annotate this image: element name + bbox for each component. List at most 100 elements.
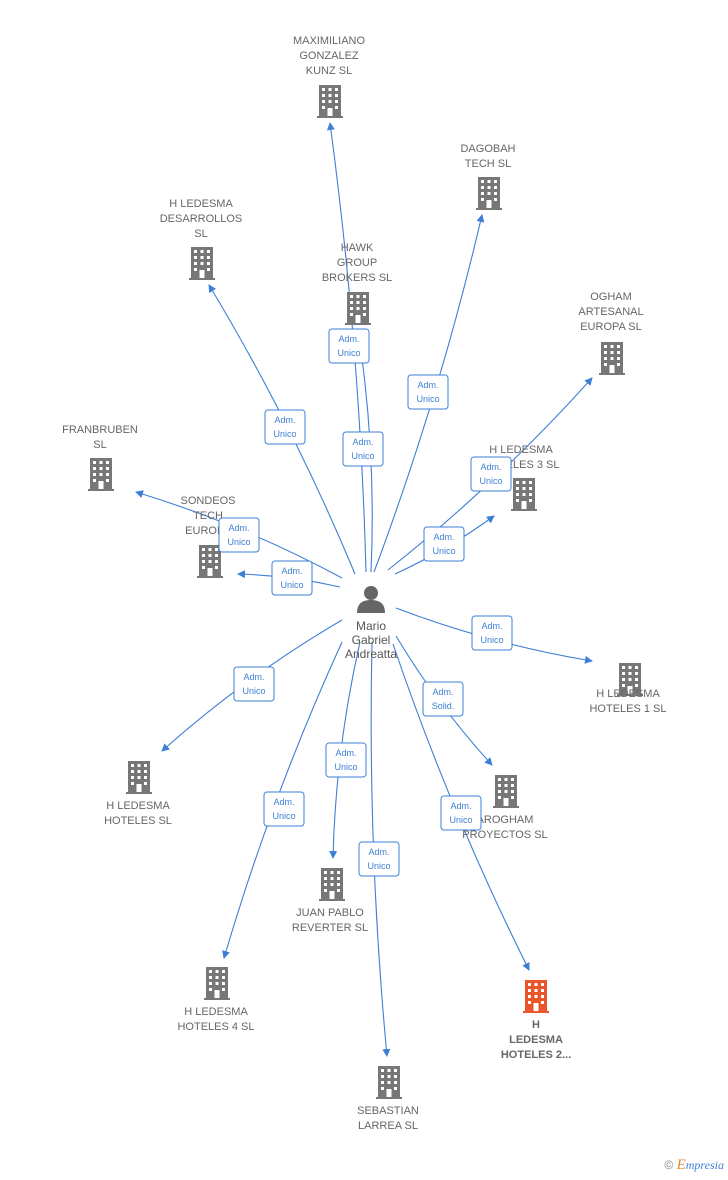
- company-node-ogham[interactable]: OGHAM ARTESANAL EUROPA SL: [578, 291, 644, 375]
- person-name-line-2: Gabriel: [352, 633, 391, 647]
- company-label-line: HOTELES 1 SL: [589, 703, 666, 715]
- role-badge-box: [218, 517, 260, 553]
- company-label-line: SL: [93, 439, 106, 451]
- company-label-line: ARTESANAL: [578, 306, 643, 318]
- role-badge-box: [423, 526, 465, 562]
- role-badge-text: Adm.: [417, 380, 438, 390]
- role-badge-box: [325, 742, 367, 778]
- role-badge-sondeos[interactable]: Adm.Unico: [271, 560, 313, 596]
- company-node-hoteles2[interactable]: H LEDESMA HOTELES 2...: [501, 980, 571, 1061]
- center-person-node[interactable]: Mario Gabriel Andreatta: [345, 586, 397, 661]
- building-icon: [204, 967, 230, 1000]
- role-badge-text: Unico: [480, 635, 503, 645]
- role-badge-text: Adm.: [243, 672, 264, 682]
- role-badge-text: Unico: [351, 451, 374, 461]
- badges-layer: Adm.UnicoAdm.UnicoAdm.UnicoAdm.UnicoAdm.…: [218, 328, 513, 877]
- building-icon: [319, 868, 345, 901]
- role-badge-box: [233, 666, 275, 702]
- company-node-franbruben[interactable]: FRANBRUBEN SL: [62, 424, 138, 491]
- person-name-line-1: Mario: [356, 619, 386, 633]
- role-badge-hawk[interactable]: Adm. Unico: [342, 431, 384, 467]
- role-badge-box: [407, 374, 449, 410]
- company-label-line: OGHAM: [590, 291, 632, 303]
- role-badge-text: Unico: [334, 762, 357, 772]
- role-badge-text: Adm.: [352, 437, 373, 447]
- role-badge-box: [471, 615, 513, 651]
- person-icon: [357, 586, 385, 613]
- role-badge-text: Unico: [449, 815, 472, 825]
- building-icon: [511, 478, 537, 511]
- company-label-line: FRANBRUBEN: [62, 424, 138, 436]
- role-badge-text: Unico: [337, 348, 360, 358]
- role-badge-ogham[interactable]: Adm.Unico: [470, 456, 512, 492]
- building-icon: [88, 458, 114, 491]
- role-badge-box: [342, 431, 384, 467]
- company-node-maximiliano[interactable]: MAXIMILIANO GONZALEZ KUNZ SL: [293, 35, 366, 118]
- role-badge-maximiliano[interactable]: Adm.Unico: [328, 328, 370, 364]
- company-label-line: H: [532, 1019, 540, 1031]
- role-badge-text: Unico: [272, 811, 295, 821]
- role-badge-text: Unico: [416, 394, 439, 404]
- company-label-line: LEDESMA: [509, 1034, 563, 1046]
- building-icon: [523, 980, 549, 1013]
- company-label-line: GROUP: [337, 257, 377, 269]
- role-badge-hoteles3[interactable]: Adm.Unico: [423, 526, 465, 562]
- building-icon: [345, 292, 371, 325]
- company-label-line: PROYECTOS SL: [462, 829, 547, 841]
- role-badge-text: Adm.: [481, 621, 502, 631]
- role-badge-text: Adm.: [432, 687, 453, 697]
- role-badge-hoteles4[interactable]: Adm. Unico: [263, 791, 305, 827]
- building-icon: [599, 342, 625, 375]
- company-label-line: HOTELES 4 SL: [177, 1021, 254, 1033]
- brand-logo-letter: E: [676, 1157, 686, 1173]
- company-node-desarrollos[interactable]: H LEDESMA DESARROLLOS SL: [160, 198, 243, 280]
- role-badge-hoteles[interactable]: Adm. Unico: [233, 666, 275, 702]
- company-label-line: REVERTER SL: [292, 922, 368, 934]
- company-label-line: H LEDESMA: [596, 688, 660, 700]
- building-icon: [317, 85, 343, 118]
- role-badge-sebastian[interactable]: Adm.Unico: [358, 841, 400, 877]
- role-badge-text: Adm.: [273, 797, 294, 807]
- company-label-line: KUNZ SL: [306, 65, 352, 77]
- building-icon: [376, 1066, 402, 1099]
- company-node-hoteles1[interactable]: H LEDESMA HOTELES 1 SL: [589, 663, 667, 715]
- role-badge-franbruben[interactable]: Adm. Unico: [218, 517, 260, 553]
- company-label-line: MAXIMILIANO: [293, 35, 366, 47]
- company-label-line: HOTELES 2...: [501, 1049, 571, 1061]
- role-badge-box: [328, 328, 370, 364]
- company-label-line: DESARROLLOS: [160, 213, 243, 225]
- role-badge-text: Unico: [479, 476, 502, 486]
- building-icon: [126, 761, 152, 794]
- role-badge-text: Unico: [273, 429, 296, 439]
- company-label-line: GONZALEZ: [299, 50, 359, 62]
- role-badge-hoteles2[interactable]: Adm. Unico: [440, 795, 482, 831]
- role-badge-juanpablo[interactable]: Adm.Unico: [325, 742, 367, 778]
- company-label-line: HOTELES SL: [104, 815, 172, 827]
- role-badge-text: Adm.: [450, 801, 471, 811]
- company-label-line: H LEDESMA: [169, 198, 233, 210]
- role-badge-text: Unico: [242, 686, 265, 696]
- role-badge-text: Adm.: [228, 523, 249, 533]
- role-badge-text: Adm.: [433, 532, 454, 542]
- role-badge-dagobah[interactable]: Adm. Unico: [407, 374, 449, 410]
- building-icon: [476, 177, 502, 210]
- company-label-line: EUROPA SL: [580, 321, 642, 333]
- role-badge-hoteles1[interactable]: Adm. Unico: [471, 615, 513, 651]
- role-badge-text: Solid.: [432, 701, 455, 711]
- role-badge-text: Unico: [367, 861, 390, 871]
- company-label-line: BROKERS SL: [322, 272, 392, 284]
- role-badge-box: [271, 560, 313, 596]
- role-badge-desarrollos[interactable]: Adm.Unico: [264, 409, 306, 445]
- role-badge-text: Unico: [227, 537, 250, 547]
- company-label-line: SL: [194, 228, 207, 240]
- role-badge-arogham[interactable]: Adm. Solid.: [422, 681, 464, 717]
